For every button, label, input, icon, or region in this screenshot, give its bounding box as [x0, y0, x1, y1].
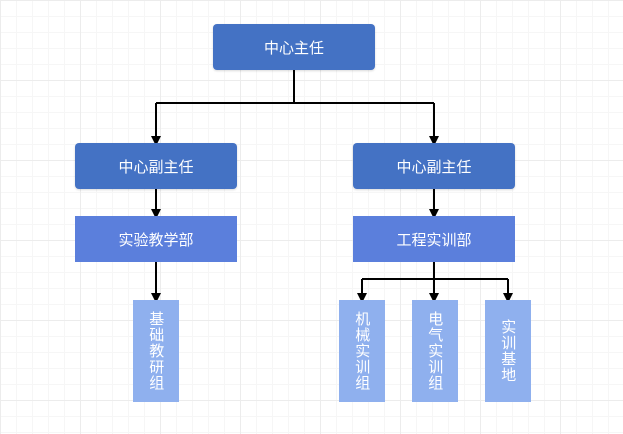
node-basic-teaching-group[interactable]: 基础教研组	[133, 300, 179, 402]
node-mechanical-training-group[interactable]: 机械实训组	[339, 300, 385, 402]
node-deputy-director-left[interactable]: 中心副主任	[75, 143, 237, 189]
node-center-director[interactable]: 中心主任	[213, 24, 375, 70]
node-engineering-training-dept[interactable]: 工程实训部	[353, 216, 515, 262]
node-experimental-teaching-dept[interactable]: 实验教学部	[75, 216, 237, 262]
node-deputy-director-right[interactable]: 中心副主任	[353, 143, 515, 189]
node-electrical-training-group[interactable]: 电气实训组	[412, 300, 458, 402]
node-training-base[interactable]: 实训基地	[485, 300, 531, 402]
